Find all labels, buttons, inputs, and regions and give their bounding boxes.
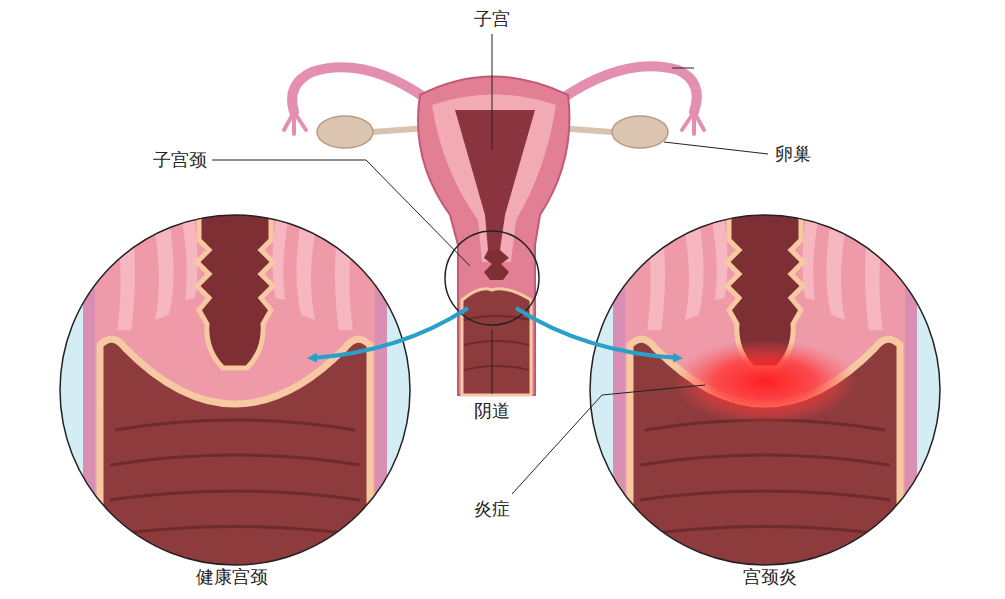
vagina-label: 阴道 xyxy=(471,400,513,422)
fallopian-tube xyxy=(560,66,697,112)
uterus-label: 子宫 xyxy=(471,8,513,30)
leader-line xyxy=(492,34,493,150)
zoom-arrow xyxy=(312,308,468,358)
fimbriae xyxy=(284,112,306,134)
leader-line xyxy=(672,68,694,69)
leader-line xyxy=(212,160,470,266)
inflammation-label: 炎症 xyxy=(471,498,513,520)
ovary-label: 卵巢 xyxy=(772,143,814,165)
cervicitis-detail xyxy=(585,210,945,570)
cervicitis-caption: 宫颈炎 xyxy=(740,566,800,588)
inflammation-glow xyxy=(673,340,857,424)
leader-line xyxy=(512,385,705,494)
endometrium xyxy=(432,95,556,263)
magnifier-circle xyxy=(445,231,539,325)
healthy-cervix-detail xyxy=(55,210,415,570)
zoom-arrow xyxy=(516,308,678,358)
vagina xyxy=(462,289,531,395)
cervical-canal xyxy=(484,250,509,280)
ovary xyxy=(612,116,668,148)
cervix-label: 子宫颈 xyxy=(150,149,210,171)
fimbriae xyxy=(682,112,704,134)
healthy-cervix-caption: 健康宫颈 xyxy=(193,566,271,588)
leader-line xyxy=(664,142,768,154)
fallopian-tube xyxy=(292,67,428,112)
ovary xyxy=(317,116,373,148)
uterine-cavity xyxy=(455,110,535,250)
leader-line xyxy=(492,330,493,394)
